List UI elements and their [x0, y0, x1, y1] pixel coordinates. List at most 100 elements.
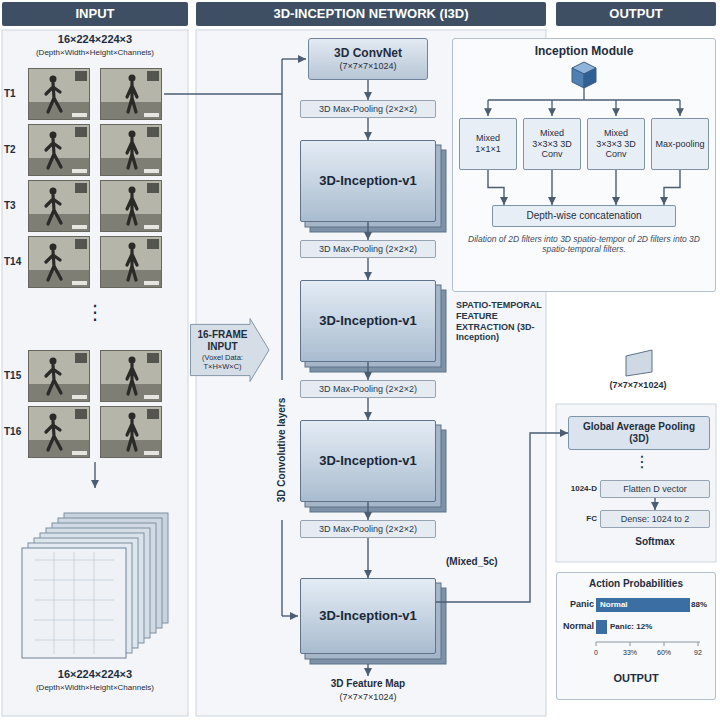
flow-connector: [551, 170, 552, 205]
pooling-box: 3D Max-Pooling (2×2×2): [300, 520, 436, 538]
flow-connector: [367, 118, 368, 140]
dimension-label: (7×7×7×1024): [300, 692, 436, 703]
box-text: 3D-Inception-v1: [319, 173, 417, 189]
video-frames: [28, 68, 162, 458]
split-arrow: [487, 100, 488, 116]
axis-tick: 33%: [618, 649, 642, 657]
video-frame: [100, 406, 162, 458]
bracket-label: 3D Convolutive layers: [275, 380, 289, 520]
box-text: Normal: [600, 600, 628, 610]
conv-bracket: [164, 59, 306, 616]
cube-face: [584, 68, 596, 88]
box-text: 3D Max-Pooling (2×2×2): [319, 384, 417, 395]
box-text: 3D-Inception-v1: [319, 453, 417, 469]
dimension-label: (Depth×Width×Height×Channels): [2, 48, 188, 58]
box-text: 3D Max-Pooling (2×2×2): [319, 244, 417, 255]
axis-tick: 0: [586, 649, 606, 657]
flow-connector: [488, 170, 504, 205]
flow-connector: [615, 170, 616, 205]
box-text: Mixed 3×3×3 3D Conv: [527, 128, 577, 160]
inception-block: 3D-Inception-v1: [300, 578, 436, 654]
flow-connector: [367, 222, 368, 240]
split-arrow: [615, 100, 616, 116]
video-frame: [28, 350, 90, 402]
arrow-outline: [191, 319, 270, 382]
video-frame: [28, 124, 90, 176]
feature-icon: [626, 350, 652, 376]
flow-connector: [436, 433, 568, 602]
video-frame: [100, 350, 162, 402]
inset-ground: [452, 38, 716, 292]
chart-axis: [596, 642, 700, 646]
probability-bar: Normal: [596, 598, 690, 612]
inception-block: 3D-Inception-v1: [300, 420, 436, 502]
probability-bar: [596, 620, 607, 634]
video-frame: [28, 68, 90, 120]
flow-connector: [367, 80, 368, 100]
box-text: Action Probabilities: [589, 578, 683, 590]
box-text: 3D-Inception-v1: [319, 313, 417, 329]
dimension-label: (Depth×Width×Height×Channels): [2, 683, 188, 693]
box-text: Global Average Pooling (3D): [573, 421, 705, 445]
frame-label: T3: [4, 200, 26, 212]
flow-connector: [367, 398, 368, 420]
probability-value: 88%: [691, 600, 715, 610]
header-text: INPUT: [76, 6, 115, 22]
box-text: 3D ConvNet: [334, 46, 402, 60]
conv-box: 3D ConvNet(7×7×7×1024): [308, 38, 428, 80]
voxel-volume: [22, 513, 168, 658]
volume-slice: [22, 548, 126, 658]
video-frame: [100, 236, 162, 288]
bracket-arrow: [282, 615, 298, 616]
cube-icon: [572, 62, 596, 88]
box-text: 3D-Inception-v1: [319, 608, 417, 624]
volume-grid: [34, 552, 114, 654]
box-text: Dense: 1024 to 2: [621, 514, 690, 525]
pooling-box: 3D Max-Pooling (2×2×2): [300, 100, 436, 118]
box-text: Mixed 3×3×3 3D Conv: [591, 128, 641, 160]
class-name: Panic: [558, 599, 594, 610]
layer-tag: 1024-D: [557, 484, 597, 494]
box-text: Flatten D vector: [623, 484, 687, 495]
ellipsis: ⋮: [628, 452, 656, 471]
video-frame: [28, 236, 90, 288]
flow-connector: [654, 498, 655, 510]
frame-label: T2: [4, 144, 26, 156]
header-bar: 3D-INCEPTION NETWORK (I3D): [196, 2, 546, 26]
flow-connector: [664, 170, 680, 205]
ellipsis: ⋮: [83, 300, 107, 324]
output-panel: [556, 404, 716, 562]
pooling-box: 3D Max-Pooling (2×2×2): [300, 380, 436, 398]
frame-label: T1: [4, 88, 26, 100]
box-text: Inception Module: [535, 44, 634, 58]
cube-face: [572, 68, 584, 88]
input-arrow: 16-FRAME INPUT(Voxel Data: T×H×W×C): [190, 318, 270, 382]
layer-name: Softmax: [600, 536, 710, 548]
panel-title: OUTPUT: [556, 672, 716, 685]
module-box: Mixed 3×3×3 3D Conv: [523, 118, 581, 170]
axis-tick: 60%: [652, 649, 676, 657]
video-frame: [100, 68, 162, 120]
split-arrow: [551, 100, 552, 116]
split-arrow: [679, 100, 680, 116]
module-box: Max-pooling: [651, 118, 709, 170]
flow-connector: [367, 538, 368, 578]
dimension-label: 16×224×224×3: [2, 33, 188, 46]
pooling-box: 3D Max-Pooling (2×2×2): [300, 240, 436, 258]
pooling-box: Flatten D vector: [600, 480, 710, 498]
probability-value: Panic: 12%: [610, 622, 690, 632]
frame-label: T15: [4, 370, 26, 382]
box-text: 3D Max-Pooling (2×2×2): [319, 524, 417, 535]
header-text: 3D-INCEPTION NETWORK (I3D): [274, 6, 469, 22]
box-text: 3D Max-Pooling (2×2×2): [319, 104, 417, 115]
bracket-arrow: [282, 58, 306, 59]
pooling-box: Dense: 1024 to 2: [600, 510, 710, 528]
flow-arrow: [94, 462, 95, 488]
box-text: (7×7×7×1024): [340, 61, 397, 72]
dimension-label: (7×7×7×1024): [566, 380, 710, 391]
flow-connector: [367, 258, 368, 280]
section-note: SPATIO-TEMPORAL FEATURE EXTRACTION (3D-I…: [456, 300, 552, 343]
header-bar: INPUT: [2, 2, 188, 26]
layer-tag: FC: [557, 514, 597, 524]
